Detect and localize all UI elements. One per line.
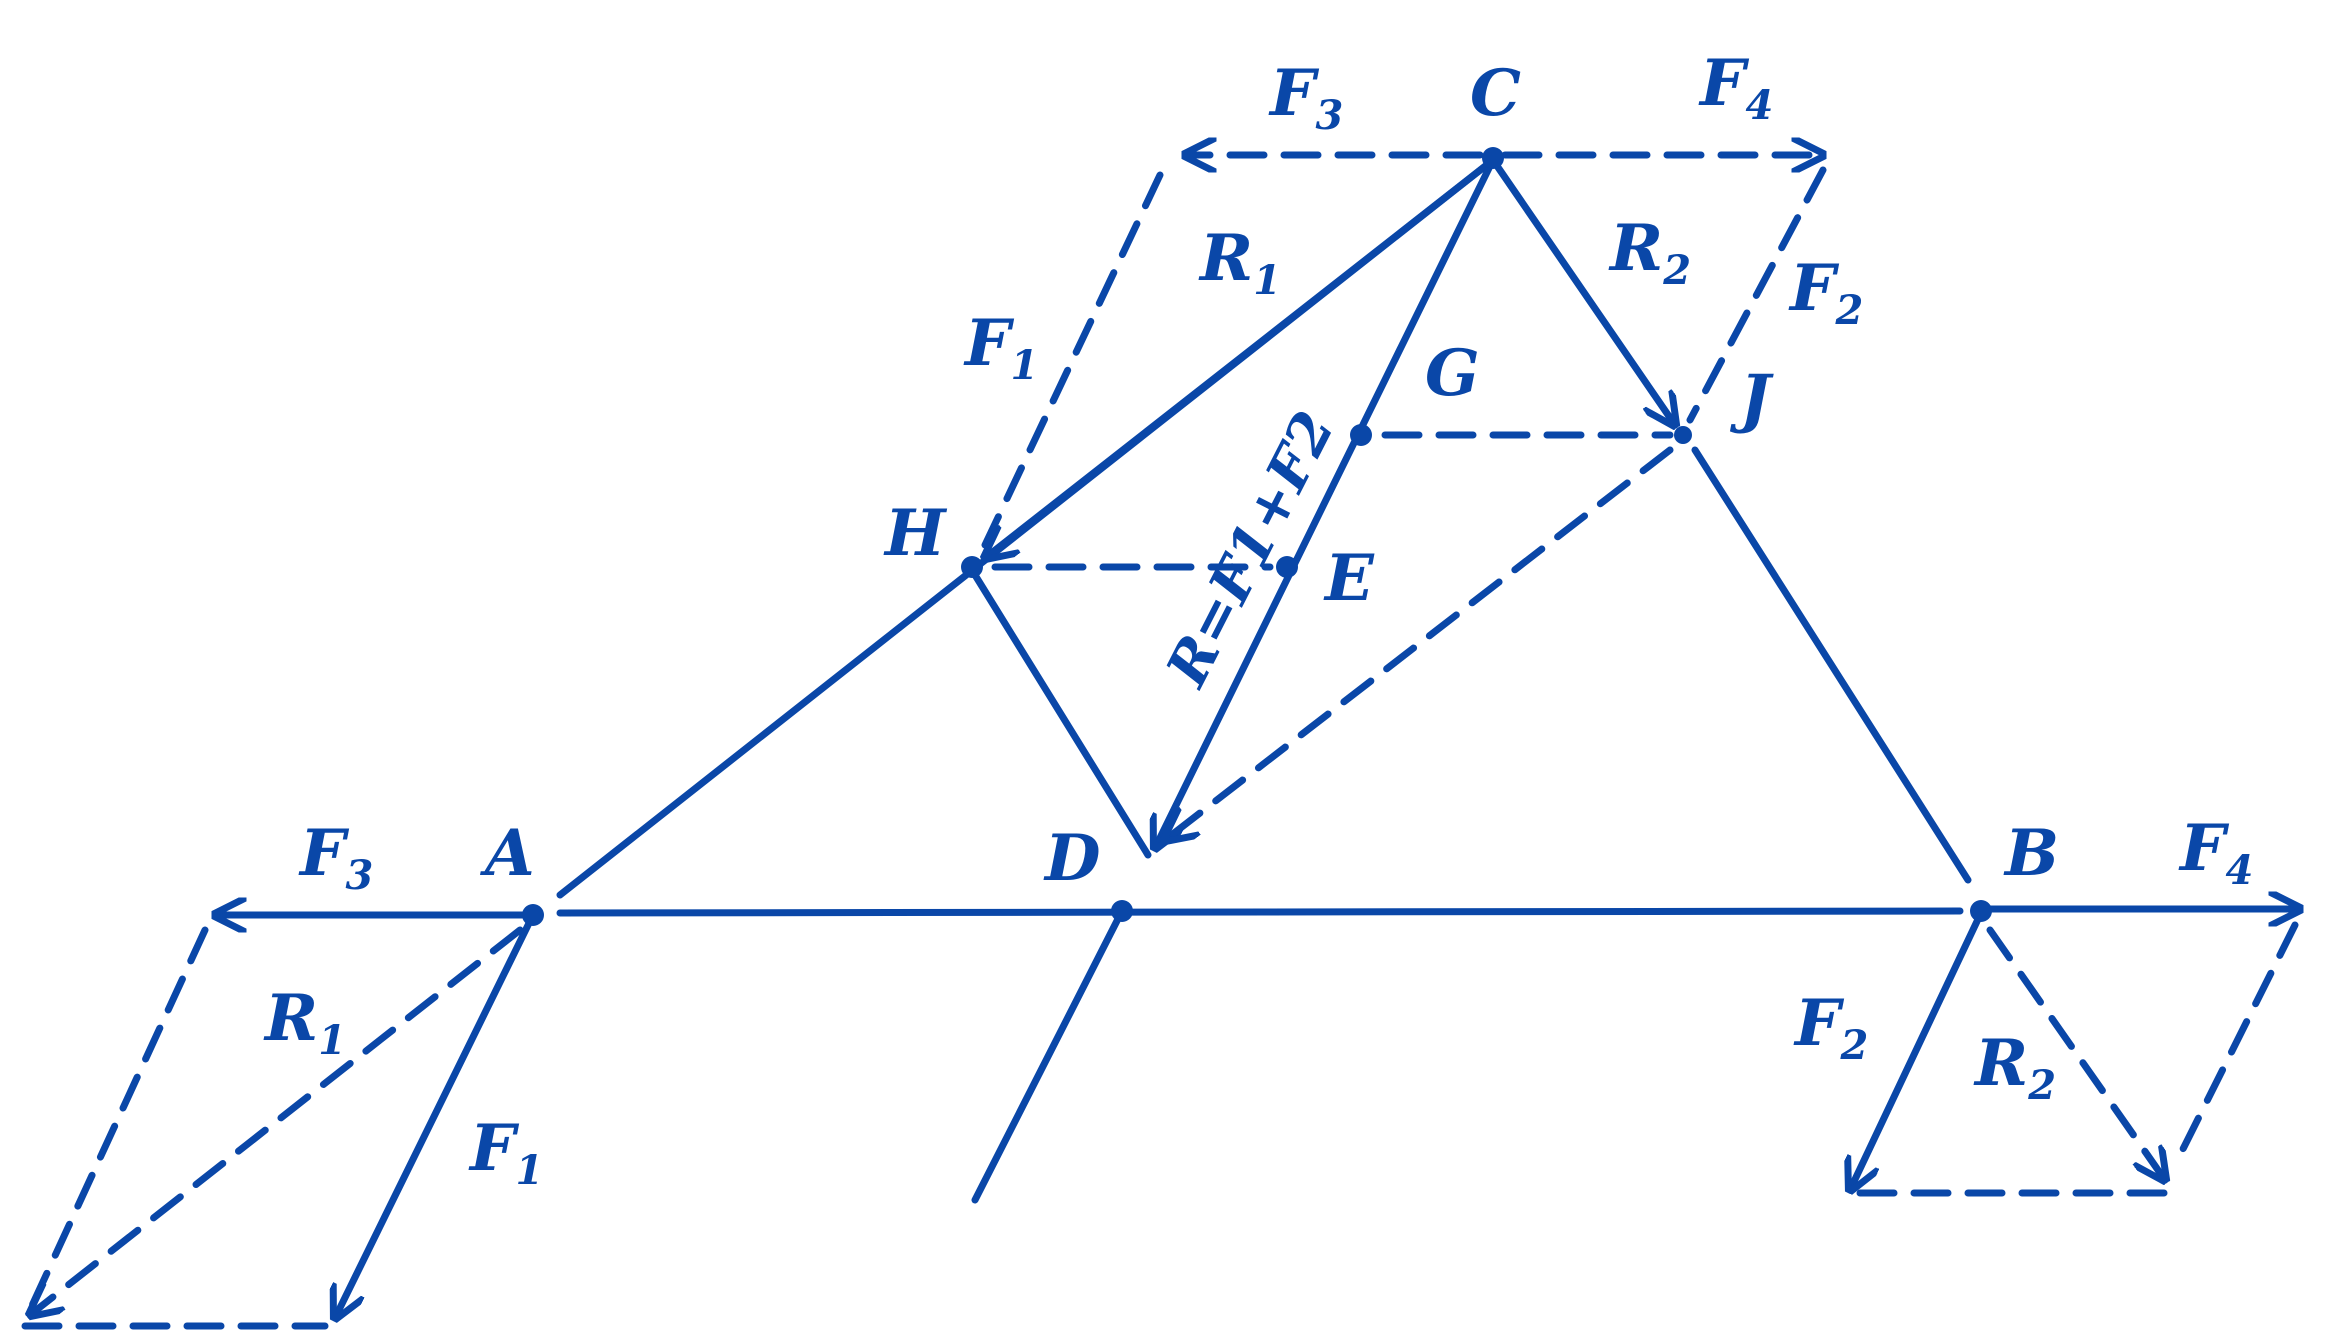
label-D: D	[1043, 821, 1101, 896]
line-A-B	[556, 907, 1964, 917]
label-R1-low: R1	[263, 981, 346, 1064]
point-H	[961, 556, 983, 578]
arrow-R2-C-J	[1489, 156, 1675, 425]
point-D	[1111, 900, 1133, 922]
label-R1-top: R1	[1198, 221, 1281, 304]
label-H: H	[883, 496, 948, 571]
arrow-R2-low	[1986, 926, 2165, 1180]
label-A: A	[480, 816, 535, 891]
line-H-C-arrow	[985, 156, 1497, 558]
label-F1-top: F1	[963, 306, 1038, 389]
label-F2-low: F2	[1793, 986, 1868, 1069]
point-J	[1674, 426, 1692, 444]
label-R2-low: R2	[1973, 1026, 2056, 1109]
line-H-D	[971, 571, 1152, 859]
dashed-right-side	[2171, 921, 2299, 1169]
dashed-F1-top	[981, 171, 1164, 549]
label-F4-top: F4	[1698, 46, 1773, 129]
arrow-R-C-D	[1155, 156, 1497, 848]
label-J: J	[1729, 361, 1774, 436]
point-C	[1482, 147, 1504, 169]
arrow-F1-low	[335, 911, 537, 1318]
point-E	[1276, 556, 1298, 578]
dashed-F2-top	[1686, 166, 1827, 424]
dashed-left-side	[26, 926, 209, 1314]
label-F2-top: F2	[1788, 251, 1863, 334]
label-F3-low: F3	[298, 816, 373, 899]
arrow-R1-low	[30, 926, 524, 1315]
point-G	[1350, 424, 1372, 446]
arrow-F2-low	[1850, 911, 1984, 1190]
label-B: B	[2003, 816, 2059, 891]
point-B	[1970, 900, 1992, 922]
line-D-down	[971, 907, 1126, 1204]
dashed-J-D-arrow	[1165, 446, 1674, 840]
label-R2-top: R2	[1608, 211, 1691, 294]
label-E: E	[1323, 541, 1375, 616]
label-F1-low: F1	[468, 1111, 543, 1194]
line-J-B	[1691, 446, 1972, 884]
label-F3-top: F3	[1268, 56, 1343, 139]
label-G: G	[1425, 336, 1480, 411]
point-A	[522, 904, 544, 926]
label-C: C	[1470, 56, 1521, 131]
label-F4-low: F4	[2178, 811, 2253, 894]
